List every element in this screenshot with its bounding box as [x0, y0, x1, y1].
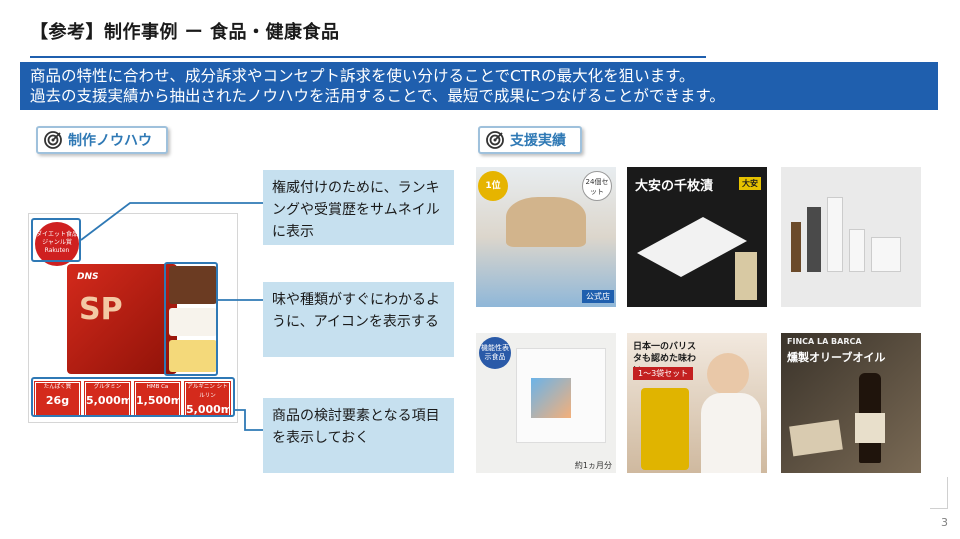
banner-line-1: 商品の特性に合わせ、成分訴求やコンセプト訴求を使い分けることでCTRの最大化を狙…: [30, 67, 695, 85]
nutrient-chip: たんぱく質 26g: [34, 381, 81, 417]
case-photo-pudding: 1位 24個セット 公式店: [476, 167, 616, 307]
title-underline: [30, 56, 706, 58]
chocolate-flavor-icon: [169, 266, 217, 304]
case-photo-supplement: 機能性表示食品 約1ヵ月分: [476, 333, 616, 473]
know-how-tag-label: 制作ノウハウ: [68, 133, 152, 149]
page-corner-mark: [930, 477, 948, 509]
nutrient-chip: アルギニン シトルリン 5,000mg: [184, 381, 238, 417]
award-badge: ダイエット食品 ジャンル賞 Rakuten: [35, 222, 79, 266]
track-record-tag: 支援実績: [478, 126, 582, 154]
banana-flavor-icon: [169, 340, 217, 372]
know-how-tag: 制作ノウハウ: [36, 126, 168, 154]
case-photo-senmaizuke: 大安の千枚漬 大安: [627, 167, 767, 307]
case-photo-cosmetics: [781, 167, 921, 307]
highlight-flavor-icons: [164, 262, 218, 376]
banner-line-2: 過去の支援実績から抽出されたノウハウを活用することで、最短で成果につなげることが…: [30, 87, 725, 105]
case-photo-olive-oil: FINCA LA BARCA 燻製オリーブオイル: [781, 333, 921, 473]
callout-consideration: 商品の検討要素となる項目を表示しておく: [263, 398, 454, 473]
highlight-award: [31, 218, 81, 262]
target-icon: [486, 131, 504, 149]
highlight-nutrients: [31, 377, 235, 417]
milk-flavor-icon: [169, 308, 217, 336]
track-record-tag-label: 支援実績: [510, 133, 566, 149]
summary-banner: 商品の特性に合わせ、成分訴求やコンセプト訴求を使い分けることでCTRの最大化を狙…: [20, 62, 938, 110]
callout-flavor-icons: 味や種類がすぐにわかるように、アイコンを表示する: [263, 282, 454, 357]
product-brand: DNS: [77, 272, 99, 282]
case-photo-coffee: 日本一のバリスタも認めた味わい 1〜3袋セット: [627, 333, 767, 473]
page-number: 3: [941, 516, 948, 529]
product-big-label: SP: [79, 292, 123, 327]
page-title: 【参考】制作事例 ー 食品・健康食品: [30, 22, 340, 43]
product-thumbnail: ダイエット食品 ジャンル賞 Rakuten DNS SP たんぱく質 26g グ…: [28, 213, 238, 423]
target-icon: [44, 131, 62, 149]
callout-authority: 権威付けのために、ランキングや受賞歴をサムネイルに表示: [263, 170, 454, 245]
product-package: [67, 264, 177, 374]
